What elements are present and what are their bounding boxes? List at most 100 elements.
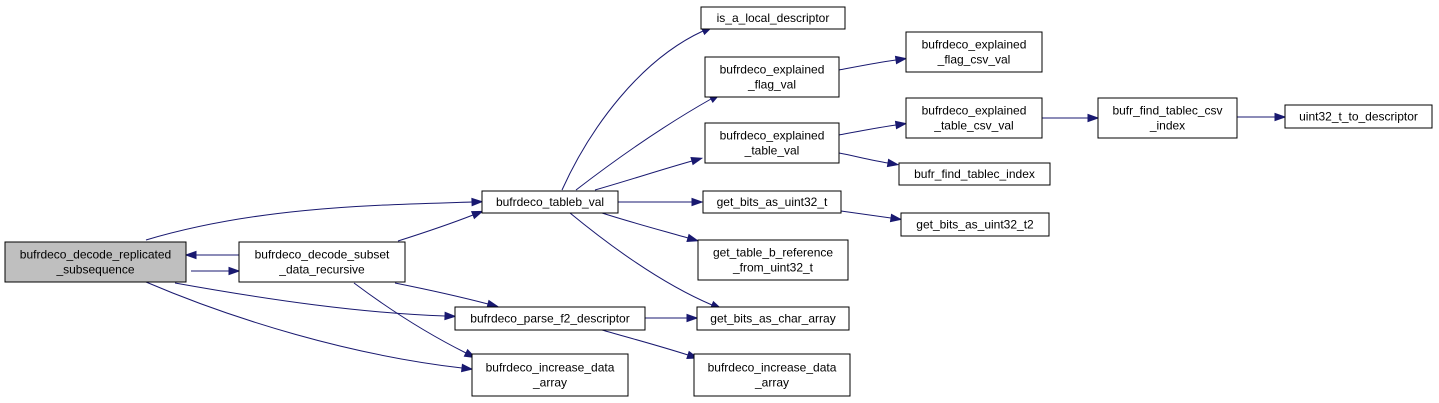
edge-line <box>561 30 704 191</box>
call-graph-nodes: bufrdeco_decode_replicated_subsequencebu… <box>4 6 1433 397</box>
node-label: _from_uint32_t <box>732 261 814 275</box>
node-label: _array <box>532 376 567 390</box>
node-label: get_bits_as_uint32_t <box>717 195 828 209</box>
node-label: bufrdeco_explained <box>922 38 1027 52</box>
node-label: bufrdeco_explained <box>922 104 1027 118</box>
edge-bitsu32-to-bitsu32t2 <box>840 210 903 223</box>
edge-replicated-to-parsef2 <box>174 282 457 321</box>
edge-tableb-to-flagval <box>575 93 721 191</box>
node-label: _index <box>1149 119 1185 133</box>
edge-line <box>601 212 689 239</box>
arrowhead-icon <box>444 311 457 321</box>
node-box <box>704 56 840 98</box>
node-label: is_a_local_descriptor <box>717 11 830 25</box>
node-incA[interactable]: bufrdeco_increase_data_array <box>471 353 629 397</box>
edge-line <box>394 282 489 305</box>
node-box <box>481 190 619 214</box>
node-label: _table_val <box>744 144 800 158</box>
edge-tableval-to-tablecidx <box>838 152 900 168</box>
edge-line <box>174 282 446 317</box>
edge-line <box>840 210 892 219</box>
node-subset[interactable]: bufrdeco_decode_subset_data_recursive <box>238 241 406 283</box>
edge-line <box>353 282 467 354</box>
arrowhead-icon <box>686 313 699 323</box>
node-box <box>702 190 842 214</box>
arrowhead-icon <box>471 197 484 207</box>
node-parsef2[interactable]: bufrdeco_parse_f2_descriptor <box>454 306 646 331</box>
node-label: bufrdeco_tableb_val <box>496 195 604 209</box>
node-tablecidx[interactable]: bufr_find_tablec_index <box>898 162 1051 186</box>
node-label: _table_csv_val <box>933 119 1013 133</box>
arrowhead-icon <box>690 156 704 166</box>
node-u32desc[interactable]: uint32_t_to_descriptor <box>1284 104 1433 129</box>
edge-subset-to-replicated <box>184 250 239 260</box>
edge-tableccsv-to-u32desc <box>1237 112 1287 122</box>
node-bitsu32t2[interactable]: get_bits_as_uint32_t2 <box>900 212 1050 237</box>
edge-line <box>838 152 889 164</box>
node-box <box>693 353 851 397</box>
node-label: bufrdeco_explained <box>720 63 825 77</box>
node-box <box>697 239 849 281</box>
edge-line <box>838 59 897 71</box>
node-label: get_table_b_reference <box>713 246 833 260</box>
edge-tableb-to-bitsu32 <box>617 197 704 207</box>
node-label: bufrdeco_decode_replicated <box>20 248 171 262</box>
node-box <box>1284 104 1433 129</box>
node-replicated[interactable]: bufrdeco_decode_replicated_subsequence <box>4 241 187 283</box>
arrowhead-icon <box>470 210 484 220</box>
node-box <box>238 241 406 283</box>
edge-replicated-to-tableb <box>145 197 484 241</box>
arrowhead-icon <box>228 266 241 276</box>
node-label: _data_recursive <box>278 263 365 277</box>
arrowhead-icon <box>686 233 700 243</box>
arrowhead-icon <box>1274 112 1287 122</box>
node-box <box>696 306 850 331</box>
node-flagval[interactable]: bufrdeco_explained_flag_val <box>704 56 840 98</box>
node-incB[interactable]: bufrdeco_increase_data_array <box>693 353 851 397</box>
node-box <box>905 97 1043 139</box>
node-label: bufrdeco_increase_data <box>486 361 615 375</box>
edge-line <box>569 212 713 306</box>
node-tablecsv[interactable]: bufrdeco_explained_table_csv_val <box>905 97 1043 139</box>
node-label: get_bits_as_char_array <box>710 312 835 326</box>
arrowhead-icon <box>894 120 908 130</box>
node-chararr[interactable]: get_bits_as_char_array <box>696 306 850 331</box>
node-box <box>905 31 1043 73</box>
edge-line <box>601 329 689 356</box>
node-bitsu32[interactable]: get_bits_as_uint32_t <box>702 190 842 214</box>
node-tbref[interactable]: get_table_b_reference_from_uint32_t <box>697 239 849 281</box>
arrowhead-icon <box>461 363 474 373</box>
edge-flagval-to-flagcsv <box>838 55 908 71</box>
node-box <box>1097 97 1238 139</box>
node-box <box>700 6 846 30</box>
edge-line <box>594 160 693 191</box>
edge-line <box>838 124 897 136</box>
node-label: get_bits_as_uint32_t2 <box>916 218 1034 232</box>
node-box <box>471 353 629 397</box>
node-label: bufrdeco_parse_f2_descriptor <box>470 312 629 326</box>
node-label: bufrdeco_decode_subset <box>255 248 390 262</box>
edge-tableb-to-tableval <box>594 156 704 191</box>
node-box <box>4 241 187 283</box>
edge-replicated-to-subset <box>190 266 241 276</box>
node-tableccsv[interactable]: bufr_find_tablec_csv_index <box>1097 97 1238 139</box>
node-tableb[interactable]: bufrdeco_tableb_val <box>481 190 619 214</box>
edge-subset-to-tableb <box>397 210 484 242</box>
edge-tableb-to-tbref <box>601 212 700 243</box>
edge-tableval-to-tablecsv <box>838 120 908 136</box>
node-islocal[interactable]: is_a_local_descriptor <box>700 6 846 30</box>
call-graph-edges <box>145 26 1287 373</box>
edge-parsef2-to-chararr <box>645 313 699 323</box>
node-box <box>898 162 1051 186</box>
node-box <box>900 212 1050 237</box>
arrowhead-icon <box>889 213 903 223</box>
node-flagcsv[interactable]: bufrdeco_explained_flag_csv_val <box>905 31 1043 73</box>
edge-subset-to-parsef2 <box>394 282 500 309</box>
edge-line <box>397 214 474 242</box>
node-box <box>704 122 840 164</box>
node-tableval[interactable]: bufrdeco_explained_table_val <box>704 122 840 164</box>
edge-replicated-to-incA <box>145 281 474 373</box>
node-label: _array <box>754 376 789 390</box>
edge-line <box>145 201 473 241</box>
